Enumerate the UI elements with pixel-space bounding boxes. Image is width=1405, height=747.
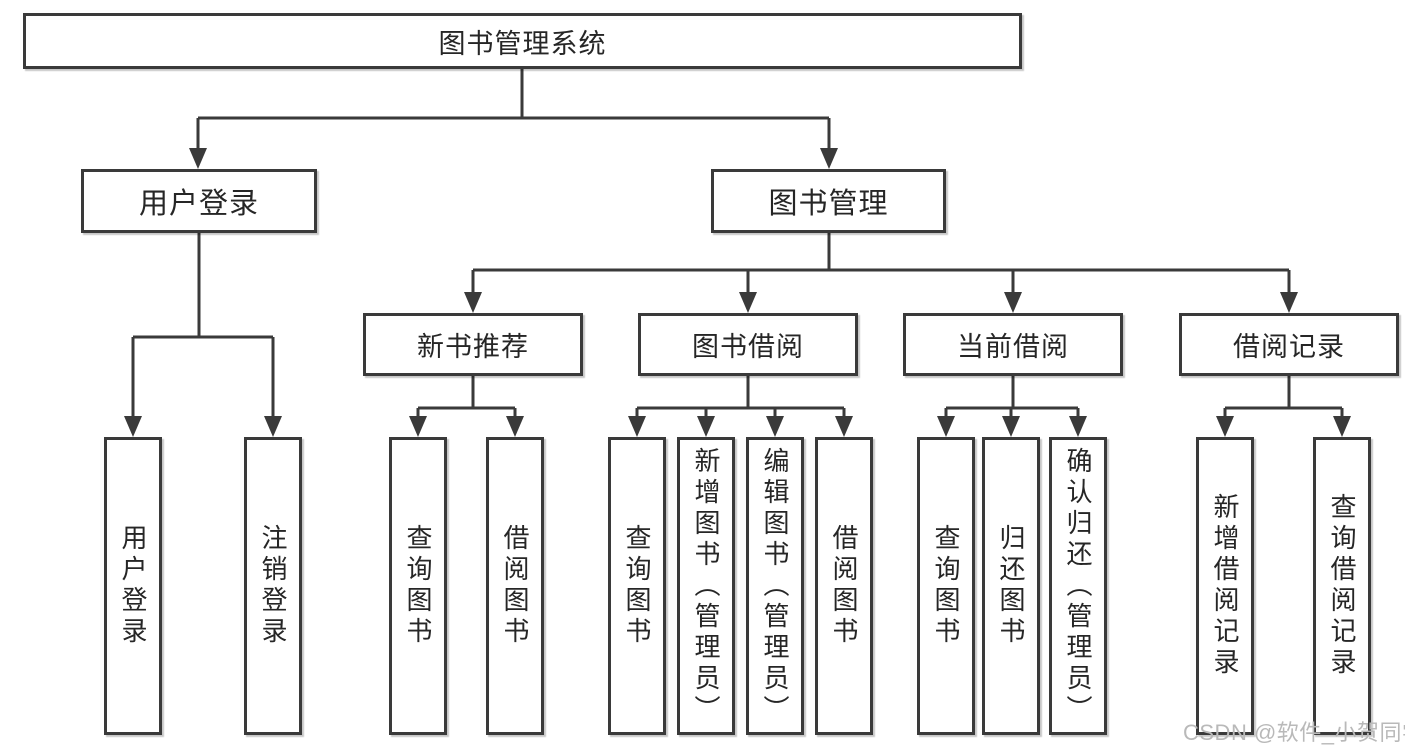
arrow-down-icon: [820, 148, 838, 169]
arrow-down-icon: [464, 292, 482, 313]
node-leaf-logout: 注销登录: [244, 437, 302, 735]
node-label: 归还图书: [996, 524, 1026, 648]
connector-root-to-level2: [189, 69, 838, 169]
arrow-down-icon: [1216, 416, 1234, 437]
arrow-down-icon: [189, 148, 207, 169]
node-label: 当前借阅: [957, 332, 1069, 362]
node-leaf-borrow-books: 借阅图书: [815, 437, 873, 735]
arrow-down-icon: [1069, 416, 1087, 437]
node-book-management: 图书管理: [711, 169, 946, 233]
connector-new-book-to-leaves: [409, 376, 524, 437]
node-leaf-return-books: 归还图书: [982, 437, 1040, 735]
node-label: 图书管理: [768, 188, 889, 220]
node-leaf-user-login: 用户登录: [104, 437, 162, 735]
connector-borrow-record-to-leaves: [1216, 376, 1351, 437]
arrow-down-icon: [1280, 292, 1298, 313]
node-label: 查询图书: [403, 524, 433, 648]
node-leaf-add-borrow-record: 新增借阅记录: [1196, 437, 1254, 735]
node-leaf-query-books-borrow: 查询图书: [608, 437, 666, 735]
node-label: 新增图书（管理员）: [691, 446, 721, 726]
node-book-borrow: 图书借阅: [638, 313, 858, 376]
node-borrow-record: 借阅记录: [1179, 313, 1399, 376]
arrow-down-icon: [835, 416, 853, 437]
arrow-down-icon: [1333, 416, 1351, 437]
arrow-down-icon: [124, 416, 142, 437]
arrow-down-icon: [739, 292, 757, 313]
node-leaf-edit-books-admin: 编辑图书（管理员）: [746, 437, 804, 735]
node-leaf-borrow-books-recommend: 借阅图书: [486, 437, 544, 735]
arrow-down-icon: [697, 416, 715, 437]
node-label: 借阅记录: [1233, 332, 1345, 362]
node-label: 新增借阅记录: [1210, 493, 1240, 679]
node-label: 用户登录: [118, 524, 148, 648]
connector-book-mgmt-to-level3: [464, 233, 1298, 313]
connector-current-borrow-to-leaves: [937, 376, 1087, 437]
arrow-down-icon: [409, 416, 427, 437]
node-leaf-add-books-admin: 新增图书（管理员）: [677, 437, 735, 735]
node-leaf-confirm-return-admin: 确认归还（管理员）: [1049, 437, 1107, 735]
node-new-book-recommend: 新书推荐: [363, 313, 583, 376]
arrow-down-icon: [937, 416, 955, 437]
node-label: 借阅图书: [829, 524, 859, 648]
node-label: 查询借阅记录: [1327, 493, 1357, 679]
node-label: 查询图书: [622, 524, 652, 648]
node-label: 确认归还（管理员）: [1063, 446, 1093, 726]
node-label: 借阅图书: [500, 524, 530, 648]
arrow-down-icon: [766, 416, 784, 437]
node-label: 注销登录: [258, 524, 288, 648]
node-label: 编辑图书（管理员）: [760, 446, 790, 726]
arrow-down-icon: [264, 416, 282, 437]
arrow-down-icon: [1002, 416, 1020, 437]
node-label: 图书借阅: [692, 332, 804, 362]
node-user-login: 用户登录: [81, 169, 317, 233]
node-label: 新书推荐: [417, 332, 529, 362]
connector-user-login-to-leaves: [124, 233, 282, 437]
node-leaf-query-books-current: 查询图书: [917, 437, 975, 735]
node-label: 用户登录: [138, 188, 259, 220]
csdn-watermark: CSDN @软件_小贺同学: [1183, 720, 1405, 745]
arrow-down-icon: [506, 416, 524, 437]
node-leaf-query-books-recommend: 查询图书: [389, 437, 447, 735]
node-label: 查询图书: [931, 524, 961, 648]
node-current-borrow: 当前借阅: [903, 313, 1123, 376]
arrow-down-icon: [1004, 292, 1022, 313]
node-root-system: 图书管理系统: [23, 13, 1022, 69]
arrow-down-icon: [628, 416, 646, 437]
connector-book-borrow-to-leaves: [628, 376, 853, 437]
node-label: 图书管理系统: [438, 28, 607, 59]
node-leaf-query-borrow-record: 查询借阅记录: [1313, 437, 1371, 735]
